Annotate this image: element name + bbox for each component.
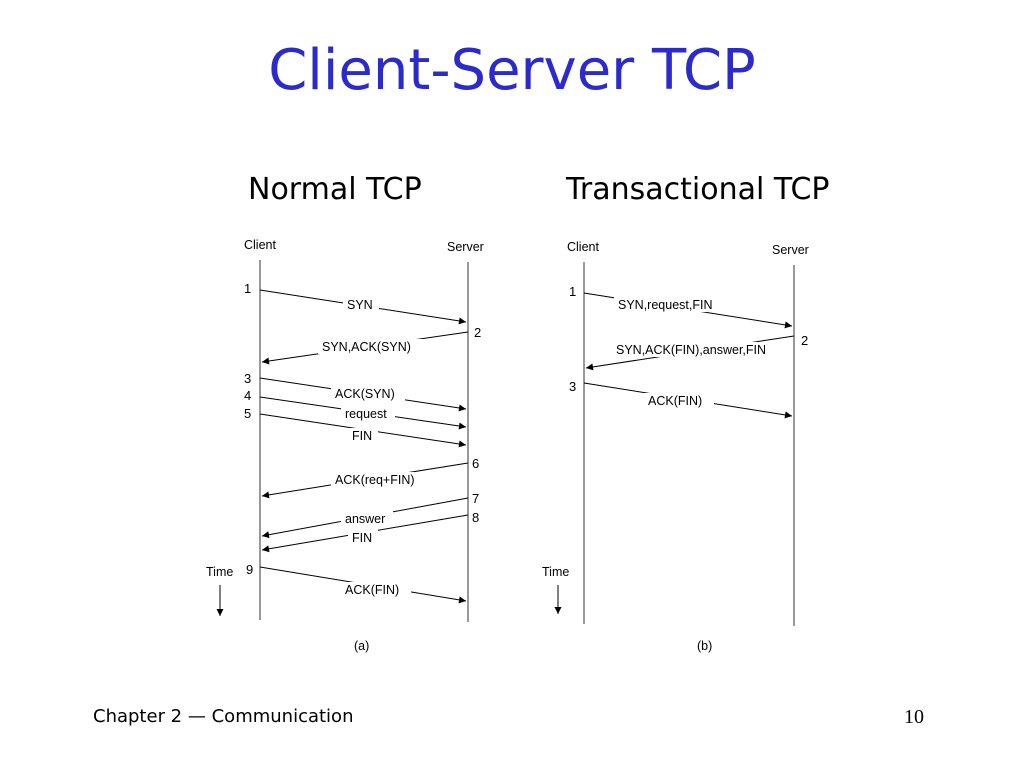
message-label: request (345, 407, 387, 421)
step-number: 6 (472, 456, 479, 471)
step-number: 1 (244, 281, 251, 296)
transactional-client-label: Client (567, 240, 599, 254)
step-number: 2 (474, 325, 481, 340)
step-number: 7 (472, 491, 479, 506)
transactional-tcp-heading: Transactional TCP (566, 172, 830, 207)
normal-client-label: Client (244, 238, 276, 252)
message-label: ACK(FIN) (648, 394, 702, 408)
step-number: 9 (246, 562, 253, 577)
transactional-time-label: Time (542, 565, 569, 579)
transactional-caption: (b) (697, 639, 712, 653)
normal-tcp-diagram: Client Server 1 2 3 4 5 6 7 8 9 SYN SYN,… (206, 238, 484, 653)
normal-server-label: Server (447, 240, 484, 254)
step-number: 8 (472, 510, 479, 525)
transactional-server-label: Server (772, 243, 809, 257)
message-label: SYN,ACK(SYN) (322, 340, 411, 354)
step-number: 3 (569, 379, 576, 394)
footer-chapter-label: Chapter 2 (93, 706, 183, 727)
message-label: ACK(SYN) (335, 387, 395, 401)
step-number: 5 (244, 406, 251, 421)
page-number: 10 (904, 706, 924, 728)
message-label: ACK(FIN) (345, 583, 399, 597)
step-number: 1 (569, 284, 576, 299)
normal-tcp-heading: Normal TCP (248, 172, 422, 207)
message-label: FIN (352, 531, 372, 545)
message-label: SYN,request,FIN (618, 298, 712, 312)
step-number: 4 (244, 388, 251, 403)
slide-title: Client-Server TCP (268, 38, 756, 103)
step-number: 3 (244, 371, 251, 386)
transactional-tcp-diagram: Client Server 1 2 3 SYN,request,FIN SYN,… (542, 240, 809, 653)
message-label: answer (345, 512, 385, 526)
step-number: 2 (801, 333, 808, 348)
message-label: ACK(req+FIN) (335, 473, 415, 487)
message-label: FIN (352, 429, 372, 443)
message-label: SYN (347, 298, 373, 312)
footer-chapter: Chapter 2 — Communication (93, 706, 353, 727)
message-label: SYN,ACK(FIN),answer,FIN (616, 343, 766, 357)
normal-caption: (a) (354, 639, 369, 653)
normal-time-label: Time (206, 565, 233, 579)
footer-dash: — (187, 706, 206, 727)
footer-topic: Communication (211, 706, 354, 727)
